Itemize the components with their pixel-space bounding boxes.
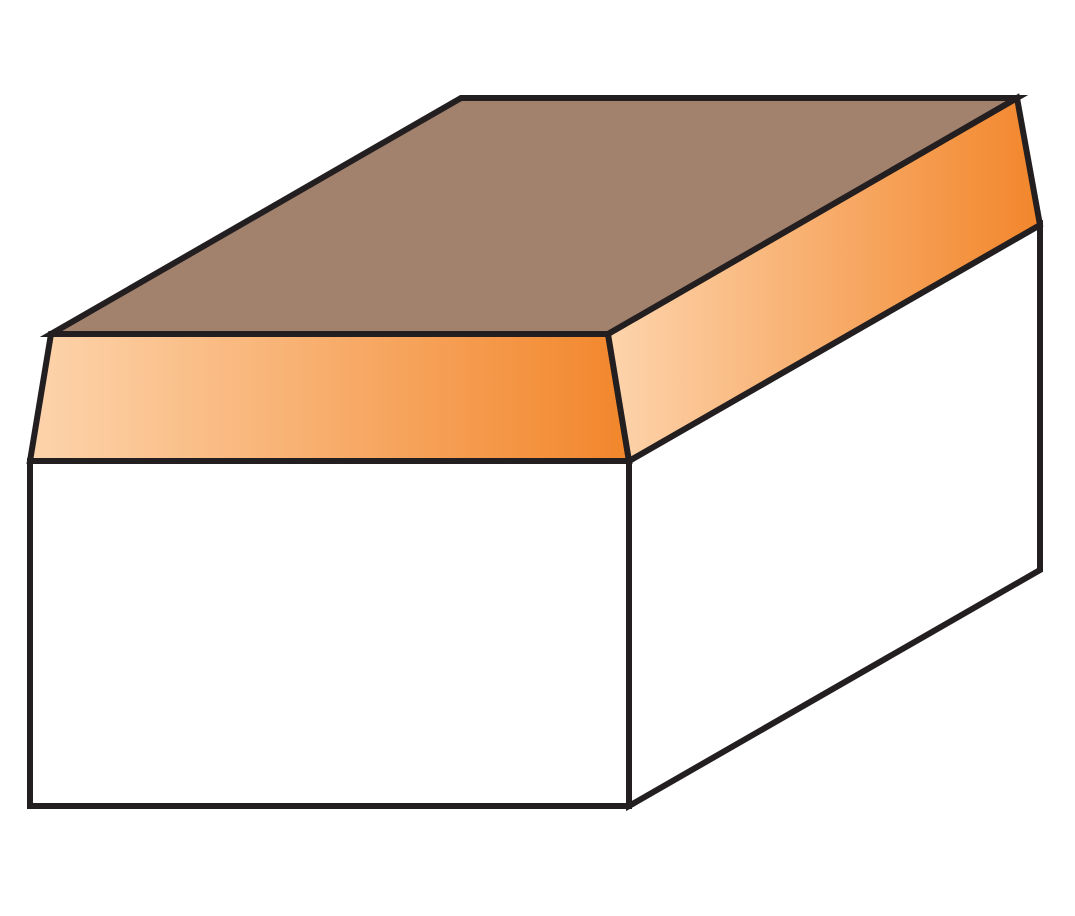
front-face bbox=[27, 458, 632, 809]
top-face bbox=[39, 95, 1029, 337]
front-chamfer-bevel bbox=[26, 331, 633, 464]
